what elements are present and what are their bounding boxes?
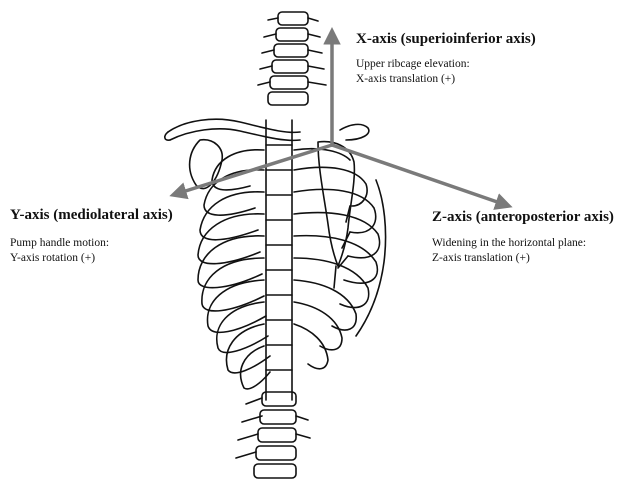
- sternum: [318, 142, 354, 288]
- y-axis-arrow: [176, 145, 332, 194]
- x-axis-title: X-axis (superioinferior axis): [356, 31, 536, 48]
- y-axis-title: Y-axis (mediolateral axis): [10, 207, 173, 224]
- z-axis-description: Widening in the horizontal plane: Z-axis…: [432, 236, 586, 266]
- x-axis-desc-line2: X-axis translation (+): [356, 72, 470, 87]
- clavicles: [165, 119, 369, 140]
- ribcage-illustration: [165, 12, 386, 478]
- x-axis-desc-line1: Upper ribcage elevation:: [356, 57, 470, 72]
- y-axis-description: Pump handle motion: Y-axis rotation (+): [10, 236, 109, 266]
- x-axis-description: Upper ribcage elevation: X-axis translat…: [356, 57, 470, 87]
- z-axis-desc-line2: Z-axis translation (+): [432, 251, 586, 266]
- z-axis-title: Z-axis (anteroposterior axis): [432, 209, 614, 226]
- lumbar-spine: [236, 392, 310, 478]
- cervical-spine: [258, 12, 326, 105]
- z-axis-desc-line1: Widening in the horizontal plane:: [432, 236, 586, 251]
- ribs-right: [294, 149, 386, 369]
- y-axis-desc-line1: Pump handle motion:: [10, 236, 109, 251]
- y-axis-desc-line2: Y-axis rotation (+): [10, 251, 109, 266]
